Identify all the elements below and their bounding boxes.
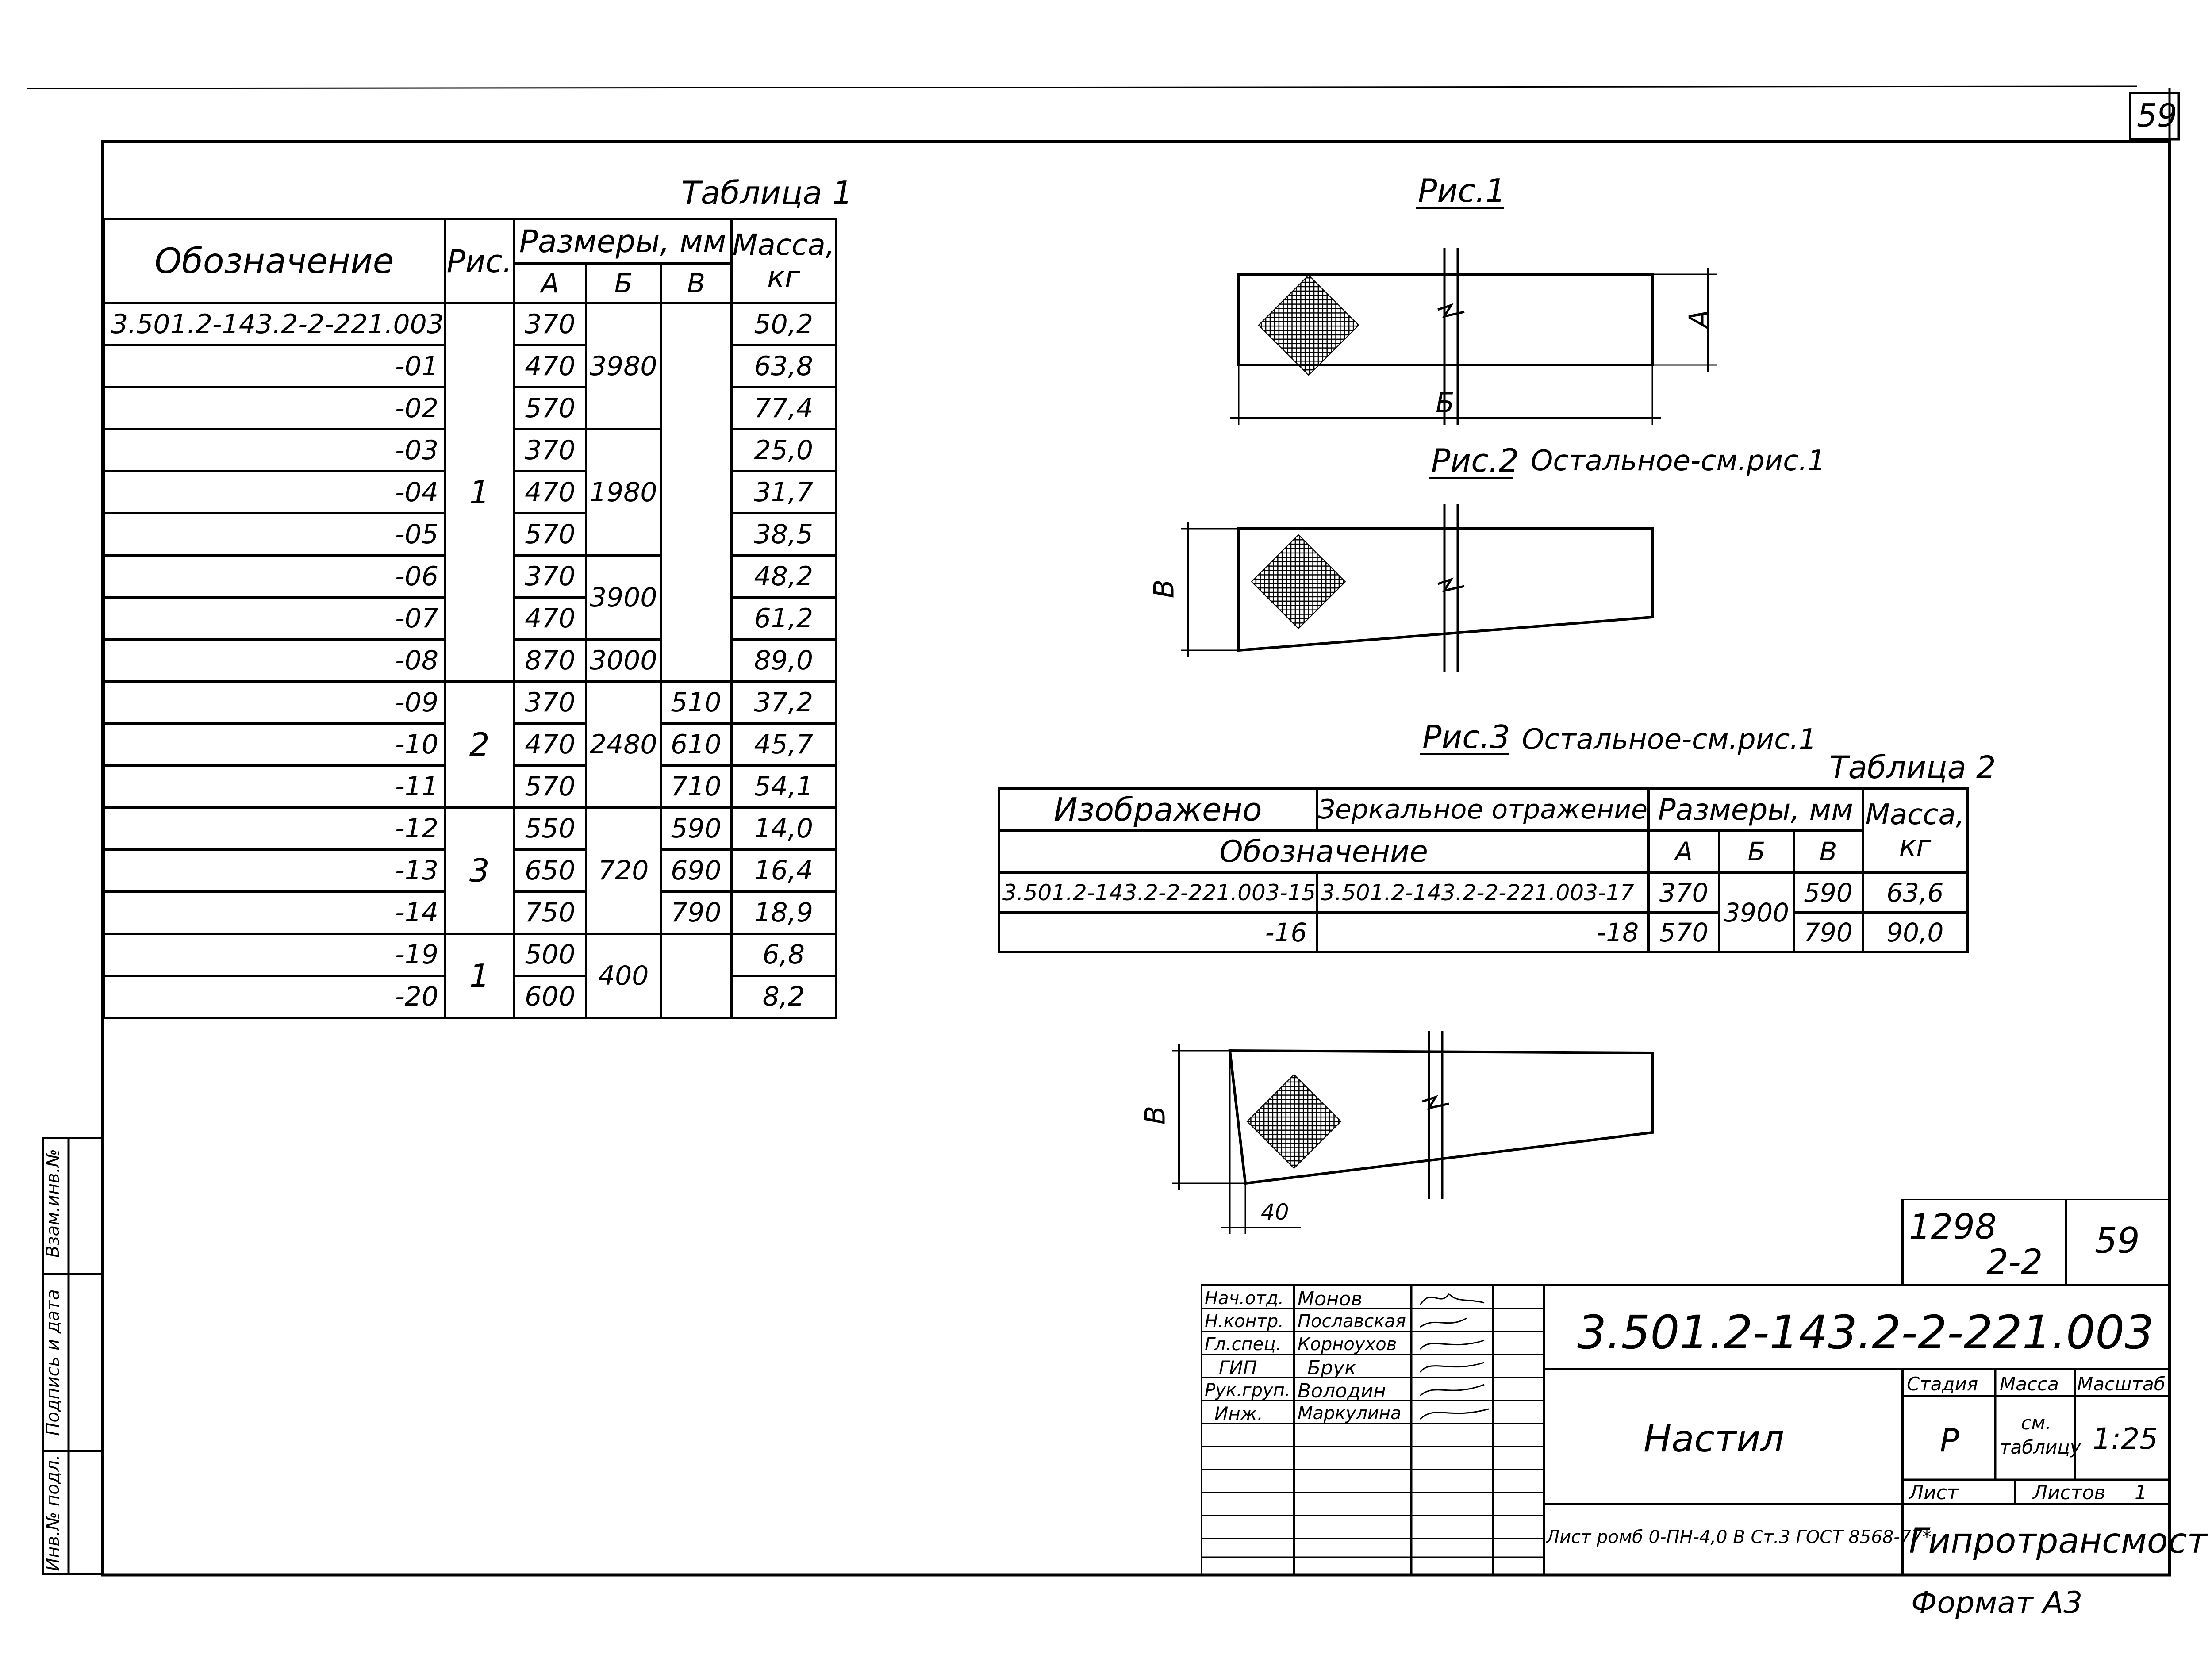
fig2-title: Рис.2 xyxy=(1431,442,1519,479)
person-name: Корноухов xyxy=(1298,1334,1397,1355)
mass-value: см. таблицу xyxy=(2000,1412,2081,1458)
fig-group: 1 xyxy=(444,933,515,1019)
side-stamp-grid xyxy=(42,1137,104,1575)
role: ГИП xyxy=(1219,1357,1257,1378)
person-name: Пославская xyxy=(1298,1311,1406,1332)
side-stamp: Взам.инв.№ Подпись и дата Инв.№ подл. xyxy=(42,1137,104,1575)
format-note: Формат А3 xyxy=(1911,1585,2083,1620)
stage-label: Стадия xyxy=(1907,1373,1978,1395)
side-inv-orig: Инв.№ подл. xyxy=(43,1455,63,1571)
dim-40-label: 40 xyxy=(1261,1199,1289,1225)
album-number: 1298 xyxy=(1909,1207,1997,1247)
fig3-note: Остальное-см.рис.1 xyxy=(1522,723,1817,756)
album-sheet: 59 xyxy=(2095,1220,2140,1261)
header-designation: Обозначение xyxy=(102,218,446,304)
person-name: Монов xyxy=(1298,1288,1363,1310)
role: Н.контр. xyxy=(1205,1311,1284,1332)
header-b: Б xyxy=(1718,829,1795,874)
person-name: Брук xyxy=(1307,1357,1356,1379)
fig2-note: Остальное-см.рис.1 xyxy=(1531,445,1826,477)
header-mass: Масса, кг xyxy=(730,218,837,304)
header-v: В xyxy=(660,262,733,304)
sheets-label: Листов xyxy=(2033,1482,2106,1504)
drawing-name: Настил xyxy=(1644,1417,1785,1460)
mass-label: Масса xyxy=(2000,1373,2059,1395)
header-fig: Рис. xyxy=(444,218,515,304)
sheet-number-box xyxy=(2129,92,2180,141)
header-a: А xyxy=(1647,829,1720,874)
header-designation: Обозначение xyxy=(997,829,1650,874)
sheets-value: 1 xyxy=(2135,1482,2147,1504)
dim-a-label: А xyxy=(1683,309,1716,329)
table-row: 3.501.2-143.2-2-221.003 1 370 3980 50,2 xyxy=(102,302,837,683)
role: Рук.груп. xyxy=(1205,1380,1290,1401)
person-name: Володин xyxy=(1298,1380,1386,1402)
header-b: Б xyxy=(585,262,662,304)
album-part: 2-2 xyxy=(1986,1243,2043,1282)
table-row: -12 3 550 720 590 14,0 xyxy=(102,806,837,935)
side-sign-date: Подпись и дата xyxy=(43,1289,63,1436)
figure-1-plate xyxy=(1230,248,1717,425)
sheet-label: Лист xyxy=(1909,1482,1959,1504)
header-a: А xyxy=(513,262,588,304)
sheet-number: 59 xyxy=(2137,97,2177,134)
dim-b-label: Б xyxy=(1436,387,1455,419)
fig3-title: Рис.3 xyxy=(1422,718,1510,756)
role: Гл.спец. xyxy=(1205,1334,1282,1355)
fig1-title: Рис.1 xyxy=(1418,172,1506,209)
scale-label: Масштаб xyxy=(2077,1373,2166,1395)
stage-value: Р xyxy=(1940,1422,1959,1459)
dim-v-label: В xyxy=(1148,579,1180,599)
fig-group: 2 xyxy=(444,680,515,809)
table-row: -16 -18 570 790 90,0 xyxy=(997,911,1969,953)
header-mass: Масса, кг xyxy=(1861,787,1969,874)
table1-title: Таблица 1 xyxy=(681,174,853,211)
material-spec: Лист ромб 0-ПН-4,0 В Ст.3 ГОСТ 8568-77* xyxy=(1546,1527,1932,1547)
header-sizes: Размеры, мм xyxy=(513,218,733,265)
dim-v3-label: В xyxy=(1139,1105,1171,1125)
fig-group: 3 xyxy=(444,806,515,935)
sheet-frame xyxy=(101,140,2171,1577)
table-row: 3.501.2-143.2-2-221.003-15 3.501.2-143.2… xyxy=(997,871,1969,953)
scale-value: 1:25 xyxy=(2093,1422,2158,1456)
organization: Гипротрансмост xyxy=(1909,1521,2207,1561)
fig-group: 1 xyxy=(444,302,515,683)
figure-2-plate xyxy=(1181,504,1654,672)
title-block: 1298 2-2 59 3.501.2-143.2-2-221.003 Наст… xyxy=(1201,1199,2207,1575)
header-mirror: Зеркальное отражение xyxy=(1316,787,1650,832)
table-row: -19 1 500 400 6,8 xyxy=(102,933,837,1019)
header-shown: Изображено xyxy=(997,787,1318,832)
drawing-code: 3.501.2-143.2-2-221.003 xyxy=(1577,1305,2154,1359)
table-row: -09 2 370 2480 510 37,2 xyxy=(102,680,837,809)
table2-title: Таблица 2 xyxy=(1829,749,1996,786)
figure-3-plate xyxy=(1172,1031,1654,1234)
header-sizes: Размеры, мм xyxy=(1647,787,1864,832)
header-v: В xyxy=(1793,829,1864,874)
side-inv-repl: Взам.инв.№ xyxy=(43,1148,63,1258)
table-1: Обозначение Рис. Размеры, мм Масса, кг А… xyxy=(102,218,837,1019)
person-name: Маркулина xyxy=(1298,1403,1402,1424)
role: Нач.отд. xyxy=(1205,1288,1284,1309)
title-block-grid xyxy=(1201,1199,2170,1575)
role: Инж. xyxy=(1214,1403,1263,1424)
table-2: Изображено Зеркальное отражение Размеры,… xyxy=(997,787,1969,953)
